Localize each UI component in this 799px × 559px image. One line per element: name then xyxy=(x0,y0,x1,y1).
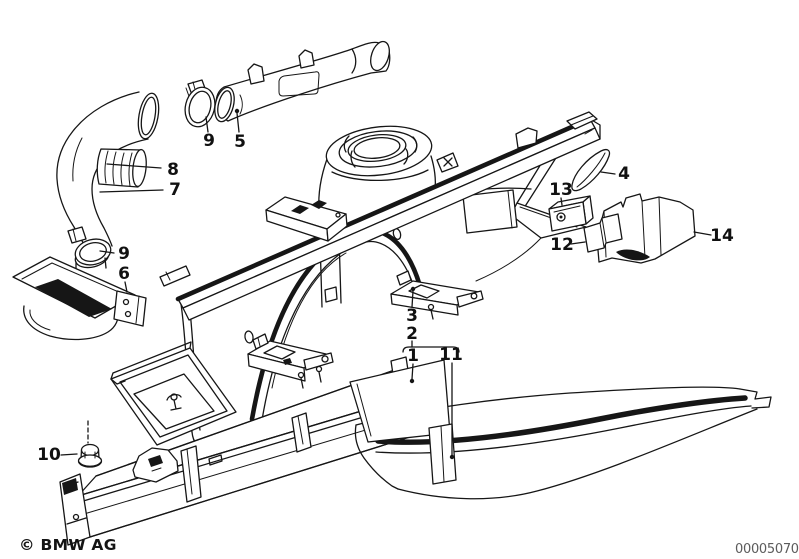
callout-10[interactable]: 10 xyxy=(37,445,78,465)
callout-leader-14 xyxy=(693,231,712,236)
illustration xyxy=(12,40,772,546)
callout-number-10[interactable]: 10 xyxy=(37,445,61,465)
callout-dot-3 xyxy=(410,286,416,292)
part-trim-wedge xyxy=(571,149,611,192)
callout-number-9[interactable]: 9 xyxy=(203,131,215,151)
part-battery-tray xyxy=(110,341,237,446)
callout-6[interactable]: 6 xyxy=(118,264,130,293)
part-cowl-tip xyxy=(566,111,598,135)
callout-number-12[interactable]: 12 xyxy=(550,235,574,255)
callout-number-7[interactable]: 7 xyxy=(169,180,181,200)
callout-number-2[interactable]: 2 xyxy=(406,324,418,344)
callout-number-13[interactable]: 13 xyxy=(549,180,573,200)
part-air-scoop xyxy=(12,256,147,341)
callout-number-9[interactable]: 9 xyxy=(118,244,130,264)
callout-leader-13 xyxy=(560,197,563,206)
callout-leader-4 xyxy=(600,171,616,175)
callout-dot-11 xyxy=(449,454,455,460)
part-air-tube xyxy=(214,40,391,123)
copyright-text: © BMW AG xyxy=(19,536,117,554)
callout-7[interactable]: 7 xyxy=(99,180,181,200)
callout-number-8[interactable]: 8 xyxy=(167,160,179,180)
callout-number-3[interactable]: 3 xyxy=(406,306,418,326)
callout-1[interactable]: 1 xyxy=(407,346,419,384)
callout-leader-12 xyxy=(570,241,586,245)
callout-leader-5 xyxy=(236,112,240,133)
callout-dot-5 xyxy=(234,108,240,114)
image-number: 00005070 xyxy=(735,542,799,557)
part-upper-rail xyxy=(159,116,601,321)
callout-number-6[interactable]: 6 xyxy=(118,264,130,284)
callout-leader-1 xyxy=(411,363,414,380)
callout-number-11[interactable]: 11 xyxy=(439,345,463,365)
part-hose-coupling xyxy=(96,148,147,188)
part-strut-dome xyxy=(318,125,459,211)
part-bracket-small xyxy=(583,213,623,253)
callout-leader-9 xyxy=(99,250,115,254)
callout-leader-6 xyxy=(124,281,128,293)
callout-4[interactable]: 4 xyxy=(600,164,630,184)
callout-leader-9 xyxy=(205,116,209,133)
group-bracket-2 xyxy=(402,346,460,353)
callout-13[interactable]: 13 xyxy=(549,180,573,206)
callout-number-14[interactable]: 14 xyxy=(710,226,734,246)
callout-3[interactable]: 3 xyxy=(406,286,418,326)
callout-9[interactable]: 9 xyxy=(203,116,215,151)
callout-11[interactable]: 11 xyxy=(439,345,463,460)
callout-number-4[interactable]: 4 xyxy=(618,164,630,184)
callout-12[interactable]: 12 xyxy=(550,235,586,255)
part-nut xyxy=(77,420,103,468)
part-mount-bracket-right xyxy=(390,270,484,320)
part-sill-flap xyxy=(428,423,457,485)
callout-leader-10 xyxy=(60,453,78,456)
part-clip xyxy=(548,195,594,232)
callout-number-1[interactable]: 1 xyxy=(407,346,419,366)
part-hose-clamp-upper xyxy=(184,79,216,128)
callout-14[interactable]: 14 xyxy=(693,226,734,246)
callout-leader-8 xyxy=(106,163,162,169)
part-hose-clamp-lower xyxy=(67,226,112,266)
callout-dot-1 xyxy=(409,378,415,384)
callout-number-5[interactable]: 5 xyxy=(234,132,246,152)
callout-9[interactable]: 9 xyxy=(99,244,130,264)
callout-leader-7 xyxy=(99,189,164,193)
callout-5[interactable]: 5 xyxy=(234,108,246,152)
callout-8[interactable]: 8 xyxy=(106,160,179,180)
callout-leader-3 xyxy=(411,290,414,308)
part-mount-bracket-left xyxy=(247,333,334,389)
callout-2[interactable]: 2 xyxy=(406,324,418,348)
